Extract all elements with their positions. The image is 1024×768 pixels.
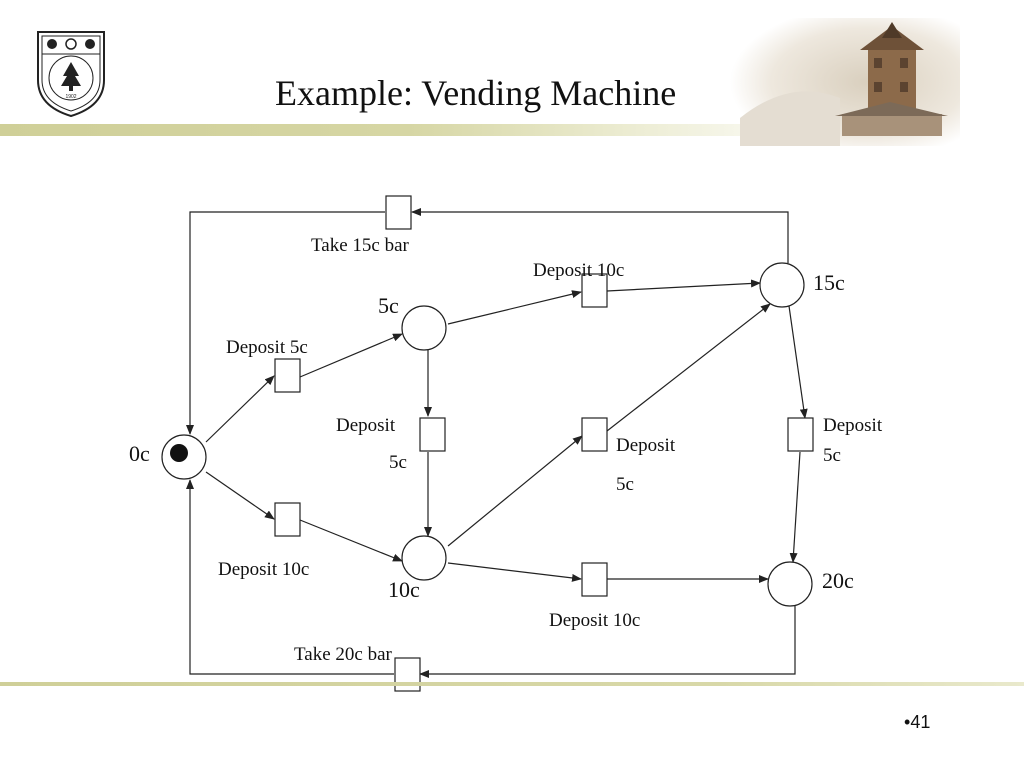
footer-rule [0,682,1024,686]
transition-deposit-5c-5-10 [419,417,446,452]
arc-p0-to-d5a [205,375,275,443]
token [170,444,188,462]
transition-deposit-5c-0-5 [274,358,301,393]
arc-p5-to-d10b [447,290,582,325]
arc-d5d-to-p20 [789,451,801,563]
label-deposit-10c-5-15: Deposit 10c [533,260,624,281]
label-deposit-10c-0-10: Deposit 10c [218,559,309,580]
university-logo: 1902 [37,31,105,118]
arc-d5a-to-p5 [299,333,403,378]
transition-deposit-5c-15-20 [787,417,814,452]
arc-d10b-to-p15 [606,279,761,292]
arc-take15-to-p0 [186,211,385,435]
arc-p15-to-take15 [411,208,789,263]
place-label-5c: 5c [378,293,399,318]
label-take-20c-bar: Take 20c bar [294,644,393,665]
arc-p10-to-d10c [447,562,582,582]
label-take-15c-bar: Take 15c bar [311,235,410,256]
transition-take-15c-bar [385,195,412,230]
label-deposit-5-10-line1: Deposit [336,415,396,436]
place-label-15c: 15c [813,270,845,295]
arc-d5c-to-p15 [606,303,771,432]
arc-p15-to-d5d [788,305,808,419]
place-10c [401,535,447,581]
place-label-20c: 20c [822,568,854,593]
place-label-0c: 0c [129,441,150,466]
label-deposit-15-20-line2: 5c [823,445,841,466]
label-deposit-10-15-line2: 5c [616,474,634,495]
header-photo-tower [730,18,960,146]
transition-deposit-10c-5-15 [581,273,608,308]
arc-d10a-to-p10 [299,519,403,562]
page-number-value: 41 [910,712,931,732]
arc-p10-to-d5c [447,435,583,547]
label-deposit-5-10-line2: 5c [389,452,407,473]
label-deposit-10-15-line1: Deposit [616,435,676,456]
place-5c [401,305,447,351]
logo-year: 1902 [65,94,76,100]
place-label-10c: 10c [388,577,420,602]
transition-deposit-10c-0-10 [274,502,301,537]
label-deposit-5c-0-5: Deposit 5c [226,337,308,358]
arc-take20-to-p0 [186,479,394,675]
transition-deposit-5c-10-15 [581,417,608,452]
place-15c [759,262,805,308]
slide-title: Example: Vending Machine [275,73,677,113]
header-rule [0,124,740,136]
label-deposit-10c-10-20: Deposit 10c [549,610,640,631]
page-number: •41 [904,710,944,734]
page-bullet: • [904,712,911,732]
arc-p20-to-take20 [419,604,796,678]
label-deposit-15-20-line1: Deposit [823,415,883,436]
transition-take-20c-bar [394,657,421,692]
arc-p0-to-d10a [205,471,275,520]
place-20c [767,561,813,607]
transition-deposit-10c-10-20 [581,562,608,597]
